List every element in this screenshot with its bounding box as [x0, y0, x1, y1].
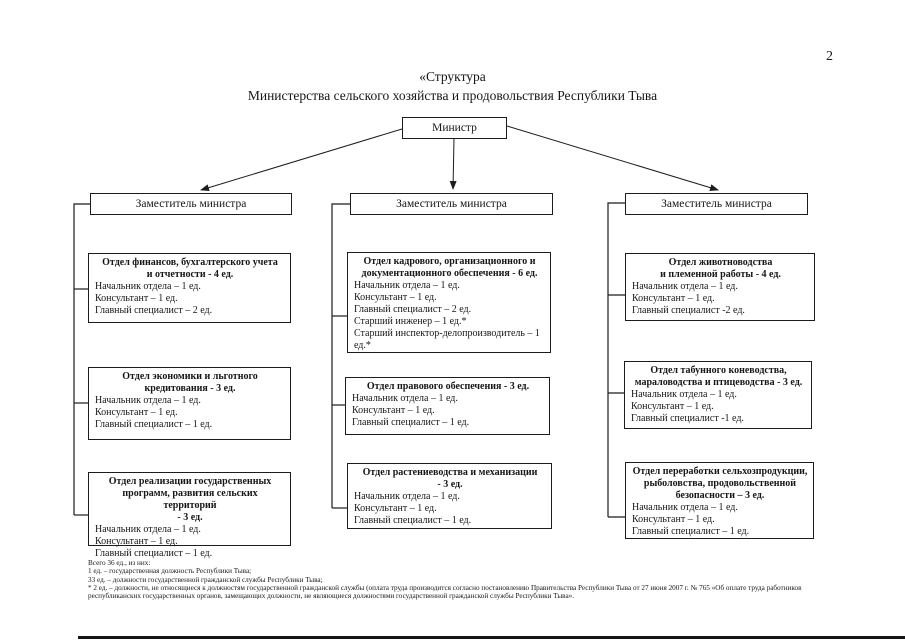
- dept-box-hr-documentation: Отдел кадрового, организационного и доку…: [347, 252, 551, 353]
- dept-title-line: и отчетности - 4 ед.: [146, 269, 234, 280]
- deputy-minister-label: Заместитель министра: [135, 198, 247, 210]
- dept-staff-line: Старший инженер – 1 ед.*: [354, 316, 467, 327]
- dept-staff-line: Главный специалист – 1 ед.: [352, 417, 470, 428]
- dept-staff-line: Начальник отдела – 1 ед.: [95, 395, 201, 406]
- dept-box-crop-mechanization: Отдел растениеводства и механизации - 3 …: [347, 463, 552, 529]
- footnote-line: 33 ед. – должности государственной гражд…: [88, 575, 323, 584]
- scan-artifact-line: [78, 636, 905, 639]
- dept-box-economics: Отдел экономики и льготного кредитования…: [88, 367, 291, 440]
- dept-title-line: Отдел растениеводства и механизации: [362, 467, 538, 478]
- dept-title-line: документационного обеспечения - 6 ед.: [361, 268, 538, 279]
- dept-staff-line: Начальник отдела – 1 ед.: [631, 389, 737, 400]
- document-title: «Структура Министерства сельского хозяйс…: [0, 68, 905, 105]
- minister-box: Министр: [402, 117, 507, 139]
- dept-staff-line: Главный специалист – 2 ед.: [354, 304, 472, 315]
- dept-staff-line: Начальник отдела – 1 ед.: [632, 281, 738, 292]
- dept-title-line: Отдел финансов, бухгалтерского учета: [102, 257, 278, 268]
- dept-staff-line: Консультант – 1 ед.: [95, 536, 178, 547]
- dept-staff-line: Главный специалист – 2 ед.: [95, 305, 213, 316]
- dept-staff-line: Консультант – 1 ед.: [632, 293, 715, 304]
- dept-staff-line: Главный специалист – 1 ед.: [632, 526, 750, 537]
- dept-title-line: мараловодства и птицеводства - 3 ед.: [634, 377, 803, 388]
- dept-box-state-programs: Отдел реализации государственных програм…: [88, 472, 291, 559]
- dept-box-horse-breeding: Отдел табунного коневодства, мараловодст…: [624, 361, 812, 429]
- dept-staff-line: Главный специалист – 1 ед.: [354, 515, 472, 526]
- dept-title-line: программ, развития сельских территорий: [122, 488, 258, 511]
- dept-staff-line: Старший инспектор-делопроизводитель – 1 …: [354, 328, 540, 351]
- dept-staff-line: Консультант – 1 ед.: [95, 293, 178, 304]
- dept-staff-line: Консультант – 1 ед.: [354, 503, 437, 514]
- dept-staff-line: Главный специалист – 1 ед.: [95, 548, 213, 559]
- dept-staff-line: Начальник отдела – 1 ед.: [352, 393, 458, 404]
- dept-title-line: Отдел реализации государственных: [108, 476, 272, 487]
- dept-title-line: рыболовства, продовольственной: [643, 478, 797, 489]
- dept-staff-line: Главный специалист -1 ед.: [631, 413, 744, 424]
- dept-title-line: Отдел правового обеспечения - 3 ед.: [366, 381, 530, 392]
- dept-title-line: - 3 ед.: [437, 479, 463, 490]
- dept-title-line: кредитования - 3 ед.: [144, 383, 236, 394]
- dept-staff-line: Консультант – 1 ед.: [632, 514, 715, 525]
- dept-staff-line: Консультант – 1 ед.: [631, 401, 714, 412]
- document-title-line2: Министерства сельского хозяйства и продо…: [247, 87, 658, 103]
- dept-title-line: Отдел животноводства: [668, 257, 773, 268]
- deputy-minister-box-right: Заместитель министра: [625, 193, 808, 215]
- deputy-minister-box-left: Заместитель министра: [90, 193, 292, 215]
- document-title-line1: «Структура: [419, 69, 486, 84]
- dept-staff-line: Начальник отдела – 1 ед.: [354, 491, 460, 502]
- dept-title-line: безопасности – 3 ед.: [675, 490, 765, 501]
- dept-staff-line: Начальник отдела – 1 ед.: [95, 524, 201, 535]
- dept-staff-line: Начальник отдела – 1 ед.: [95, 281, 201, 292]
- dept-box-finance: Отдел финансов, бухгалтерского учета и о…: [88, 253, 291, 323]
- deputy-minister-box-middle: Заместитель министра: [350, 193, 553, 215]
- page-number: 2: [826, 49, 833, 64]
- dept-title-line: Отдел табунного коневодства,: [650, 365, 787, 376]
- footnote-line: * 2 ед. – должности, не относящиеся к до…: [88, 583, 802, 592]
- dept-staff-line: Консультант – 1 ед.: [354, 292, 437, 303]
- deputy-minister-label: Заместитель министра: [396, 198, 507, 210]
- dept-box-livestock: Отдел животноводства и племенной работы …: [625, 253, 815, 321]
- footnote-line: республиканских государственных органов,…: [88, 592, 575, 601]
- dept-staff-line: Главный специалист -2 ед.: [632, 305, 745, 316]
- dept-title-line: Отдел экономики и льготного: [122, 371, 258, 382]
- dept-staff-line: Начальник отдела – 1 ед.: [354, 280, 460, 291]
- minister-label: Министр: [432, 122, 477, 134]
- dept-box-processing-fisheries: Отдел переработки сельхозпродукции, рыбо…: [625, 462, 814, 539]
- dept-staff-line: Консультант – 1 ед.: [352, 405, 435, 416]
- dept-title-line: Отдел кадрового, организационного и: [363, 256, 536, 267]
- dept-box-legal: Отдел правового обеспечения - 3 ед. Нача…: [345, 377, 550, 435]
- footnote-line: 1 ед. – государственная должность Респуб…: [88, 567, 252, 576]
- footnotes: Всего 36 ед., из них: 1 ед. – государств…: [88, 559, 902, 600]
- deputy-minister-label: Заместитель министра: [661, 198, 772, 210]
- dept-title-line: Отдел переработки сельхозпродукции,: [632, 466, 808, 477]
- dept-staff-line: Начальник отдела – 1 ед.: [632, 502, 738, 513]
- dept-staff-line: Главный специалист – 1 ед.: [95, 419, 213, 430]
- footnote-line: Всего 36 ед., из них:: [88, 559, 151, 567]
- dept-title-line: - 3 ед.: [177, 512, 203, 523]
- dept-staff-line: Консультант – 1 ед.: [95, 407, 178, 418]
- dept-title-line: и племенной работы - 4 ед.: [660, 269, 781, 280]
